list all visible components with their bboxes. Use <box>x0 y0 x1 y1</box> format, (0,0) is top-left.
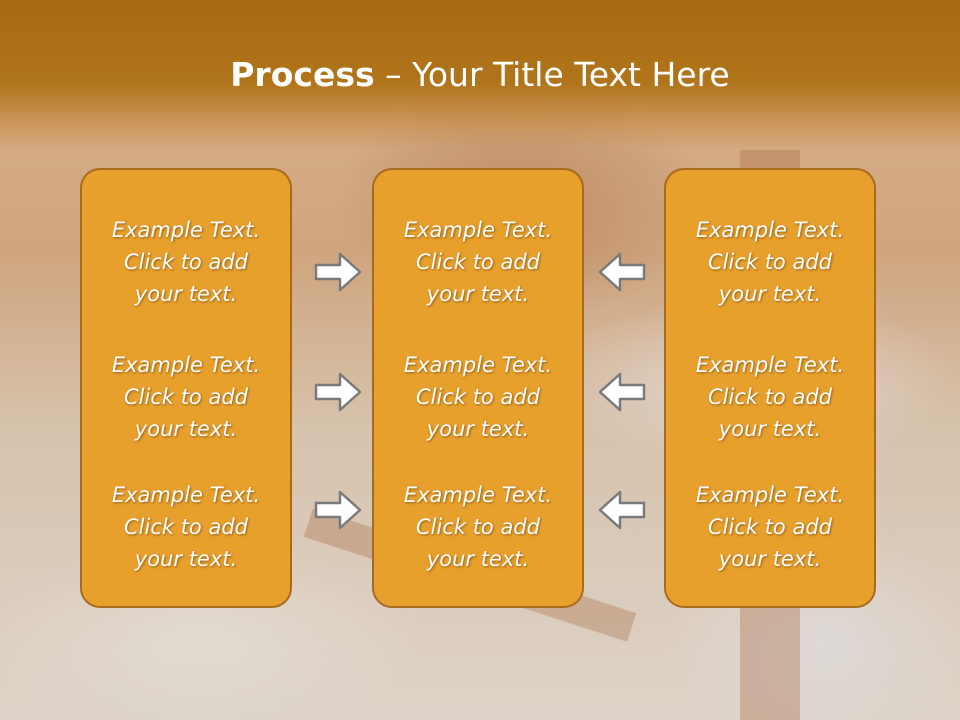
text-line: Example Text. <box>111 353 261 377</box>
text-block[interactable]: Example Text. Click to add your text. <box>374 479 582 575</box>
process-box-right[interactable]: Example Text. Click to add your text. Ex… <box>664 168 876 608</box>
text-line: your text. <box>426 282 530 306</box>
text-line: Example Text. <box>403 353 553 377</box>
text-block[interactable]: Example Text. Click to add your text. <box>374 214 582 310</box>
text-line: your text. <box>134 417 238 441</box>
text-line: Example Text. <box>403 483 553 507</box>
text-block[interactable]: Example Text. Click to add your text. <box>666 349 874 445</box>
text-line: your text. <box>134 547 238 571</box>
text-line: your text. <box>426 547 530 571</box>
title-bold: Process <box>230 55 375 94</box>
text-block[interactable]: Example Text. Click to add your text. <box>666 214 874 310</box>
text-block[interactable]: Example Text. Click to add your text. <box>666 479 874 575</box>
text-block[interactable]: Example Text. Click to add your text. <box>82 479 290 575</box>
text-block[interactable]: Example Text. Click to add your text. <box>82 349 290 445</box>
title-banner <box>0 0 960 150</box>
text-line: Example Text. <box>111 483 261 507</box>
text-line: Example Text. <box>111 218 261 242</box>
text-line: your text. <box>718 417 822 441</box>
right-arrow-icon <box>314 490 362 530</box>
text-line: Click to add <box>707 250 832 274</box>
text-line: Example Text. <box>695 483 845 507</box>
text-line: Example Text. <box>695 218 845 242</box>
text-line: Click to add <box>123 250 248 274</box>
text-line: Click to add <box>123 385 248 409</box>
left-arrow-icon <box>598 372 646 412</box>
left-arrow-icon <box>598 490 646 530</box>
text-block[interactable]: Example Text. Click to add your text. <box>374 349 582 445</box>
right-arrow-icon <box>314 372 362 412</box>
text-line: Click to add <box>707 385 832 409</box>
slide-title[interactable]: Process – Your Title Text Here <box>0 55 960 94</box>
title-rest: – Your Title Text Here <box>374 55 730 94</box>
text-block[interactable]: Example Text. Click to add your text. <box>82 214 290 310</box>
left-arrow-icon <box>598 252 646 292</box>
text-line: Click to add <box>415 250 540 274</box>
process-box-left[interactable]: Example Text. Click to add your text. Ex… <box>80 168 292 608</box>
right-arrow-icon <box>314 252 362 292</box>
text-line: your text. <box>718 282 822 306</box>
text-line: Click to add <box>707 515 832 539</box>
text-line: Click to add <box>123 515 248 539</box>
text-line: your text. <box>426 417 530 441</box>
text-line: Example Text. <box>695 353 845 377</box>
text-line: your text. <box>134 282 238 306</box>
process-box-center[interactable]: Example Text. Click to add your text. Ex… <box>372 168 584 608</box>
text-line: Click to add <box>415 515 540 539</box>
text-line: Click to add <box>415 385 540 409</box>
text-line: Example Text. <box>403 218 553 242</box>
text-line: your text. <box>718 547 822 571</box>
